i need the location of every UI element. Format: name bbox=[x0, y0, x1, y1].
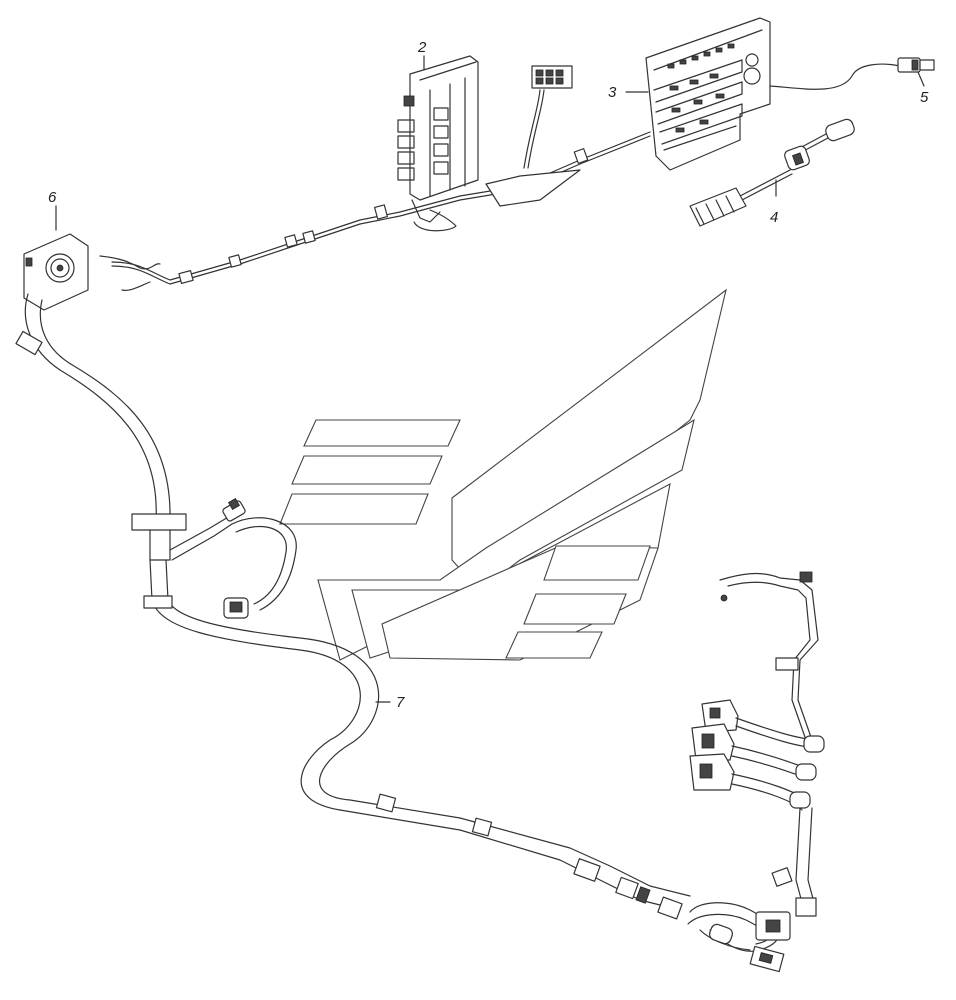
part-2-relay-block bbox=[397, 55, 479, 223]
callout-5: 5 bbox=[920, 89, 929, 106]
callouts: 2 3 4 5 6 7 bbox=[48, 39, 929, 711]
upper-harness bbox=[99, 131, 651, 291]
part-7-main-harness bbox=[15, 293, 691, 920]
callout-3: 3 bbox=[608, 84, 617, 101]
callout-4: 4 bbox=[770, 209, 778, 226]
leader-lines bbox=[55, 55, 925, 703]
part-4-cable bbox=[689, 118, 855, 227]
callout-2: 2 bbox=[417, 39, 427, 56]
callout-7: 7 bbox=[396, 694, 405, 711]
part-6-socket bbox=[23, 233, 89, 311]
background-logo bbox=[279, 288, 727, 661]
part-3-instrument-panel bbox=[645, 17, 771, 171]
right-connector-assembly bbox=[687, 571, 825, 973]
fuse-connector bbox=[523, 65, 573, 169]
part-5-sensor bbox=[769, 57, 935, 90]
callout-6: 6 bbox=[48, 189, 57, 206]
